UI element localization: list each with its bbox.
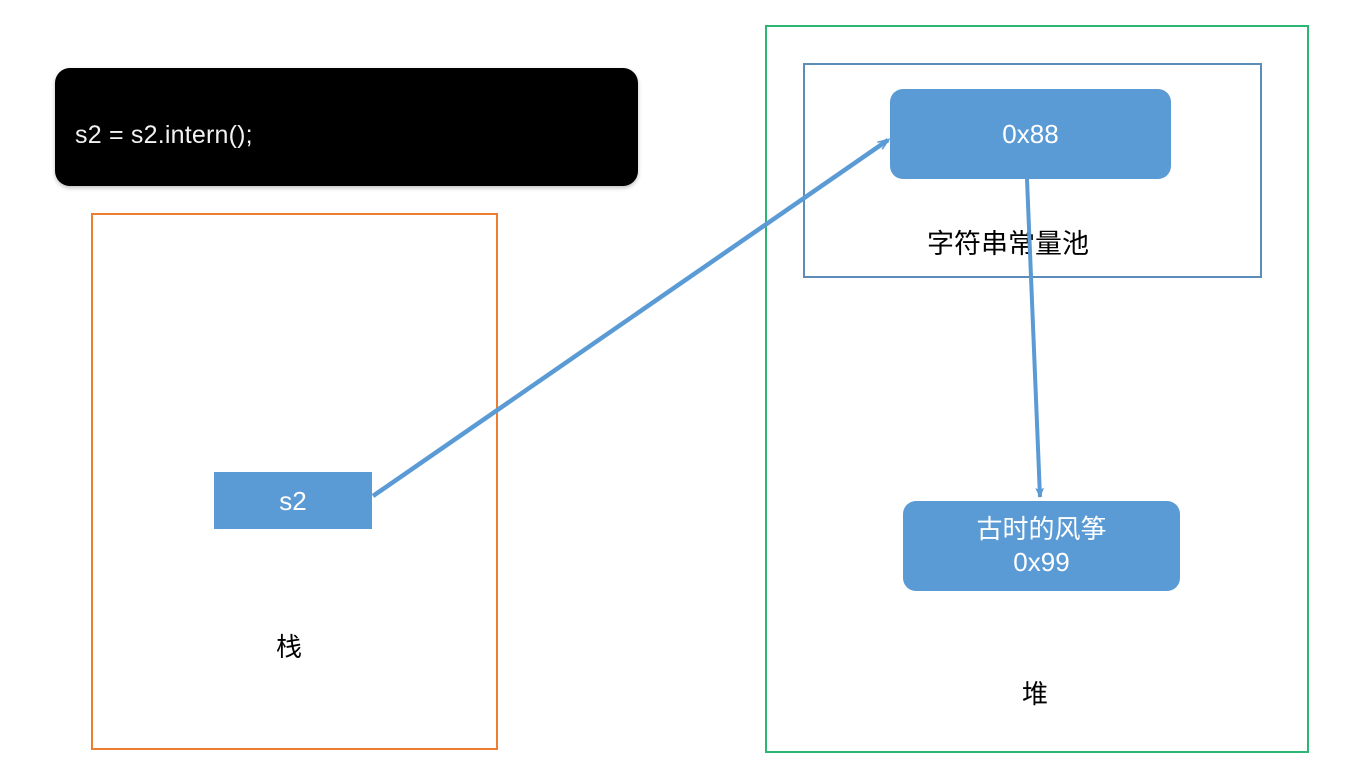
heap-object-label-line1: 古时的风筝	[976, 514, 1107, 544]
stack-region-label: 栈	[276, 632, 303, 662]
stack-variable-s2-label: s2	[279, 485, 307, 516]
code-snippet-text: s2 = s2.intern();	[75, 121, 253, 149]
heap-object-label-line2: 0x99	[1013, 547, 1070, 577]
code-snippet-box: s2 = s2.intern();	[55, 68, 638, 186]
heap-region-label: 堆	[1022, 679, 1049, 709]
pool-entry-label: 0x88	[1002, 119, 1059, 149]
stack-variable-s2-node: s2	[214, 472, 372, 529]
string-constant-pool-label: 字符串常量池	[927, 229, 1089, 259]
heap-object-node: 古时的风筝 0x99	[903, 501, 1180, 591]
pool-entry-node: 0x88	[890, 89, 1171, 179]
